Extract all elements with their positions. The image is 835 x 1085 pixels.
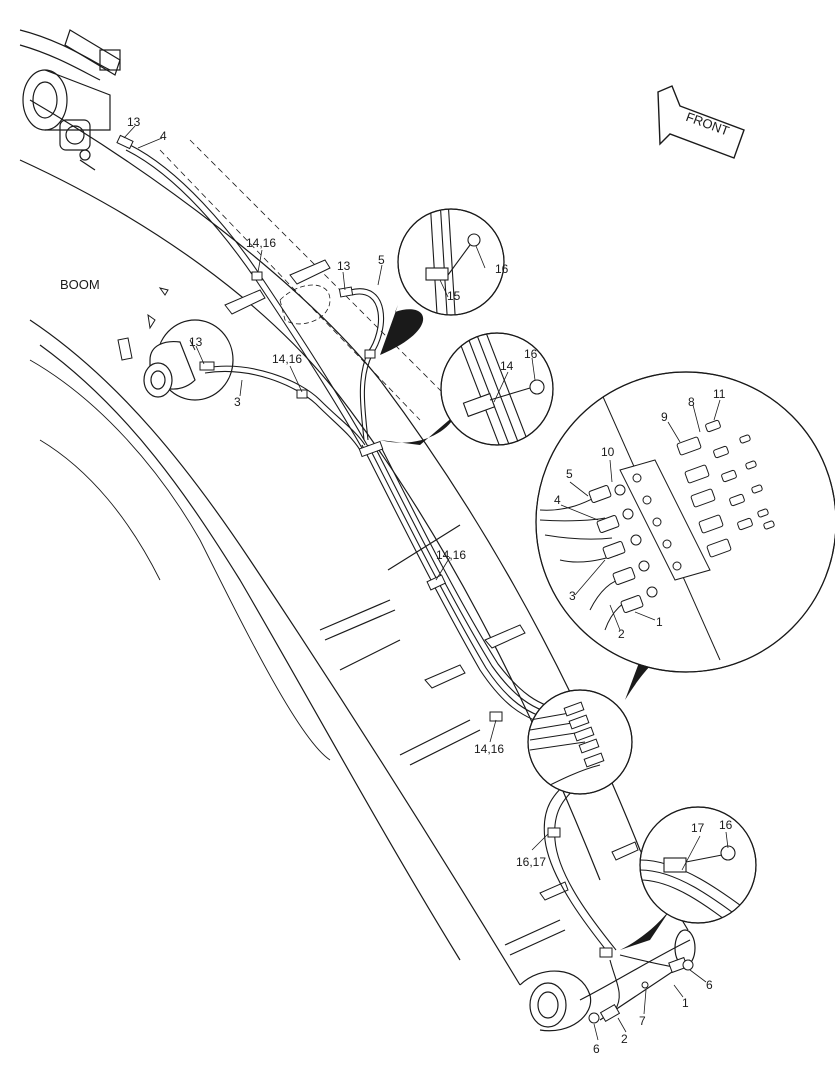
callout-7: 7 [639, 1014, 646, 1028]
callout-6: 6 [593, 1042, 600, 1056]
callout-4: 4 [554, 493, 561, 507]
callout-labels: 13 4 14,16 13 5 13 3 14,16 16 15 14 16 1… [127, 115, 733, 1056]
callout-13: 13 [189, 335, 203, 349]
boom-label: BOOM [60, 277, 100, 292]
callout-4: 4 [160, 129, 167, 143]
callout-1: 1 [682, 996, 689, 1010]
callout-10: 10 [601, 445, 615, 459]
leader-lines [123, 125, 729, 1041]
callout-2: 2 [618, 627, 625, 641]
callout-16-17: 16,17 [516, 855, 546, 869]
callout-17: 17 [691, 821, 705, 835]
callout-6: 6 [706, 978, 713, 992]
callout-16: 16 [719, 818, 733, 832]
callout-16: 16 [495, 262, 509, 276]
callout-14-16: 14,16 [246, 236, 276, 250]
callout-1: 1 [656, 615, 663, 629]
boom-body [19, 29, 696, 1032]
callout-5: 5 [566, 467, 573, 481]
detail-view-clamp-a [380, 208, 505, 355]
callout-3: 3 [234, 395, 241, 409]
detail-view-clamp-c [620, 806, 757, 950]
callout-2: 2 [621, 1032, 628, 1046]
callout-16: 16 [524, 347, 538, 361]
callout-14-16: 14,16 [474, 742, 504, 756]
callout-3: 3 [569, 589, 576, 603]
callout-13: 13 [127, 115, 141, 129]
callout-11: 11 [713, 387, 726, 401]
fittings [116, 134, 694, 1024]
callout-14-16: 14,16 [272, 352, 302, 366]
detail-view-junction [527, 689, 633, 795]
callout-9: 9 [661, 410, 668, 424]
boom-pivot-assembly [22, 29, 121, 171]
callout-14: 14 [500, 359, 514, 373]
swing-cylinder-port [143, 319, 234, 401]
detail-view-manifold [535, 371, 835, 700]
callout-14-16: 14,16 [436, 548, 466, 562]
callout-5: 5 [378, 253, 385, 267]
callout-8: 8 [688, 395, 695, 409]
front-direction-arrow: FRONT [657, 85, 745, 159]
hose-brackets [117, 259, 639, 901]
callout-15: 15 [447, 289, 461, 303]
callout-13: 13 [337, 259, 351, 273]
